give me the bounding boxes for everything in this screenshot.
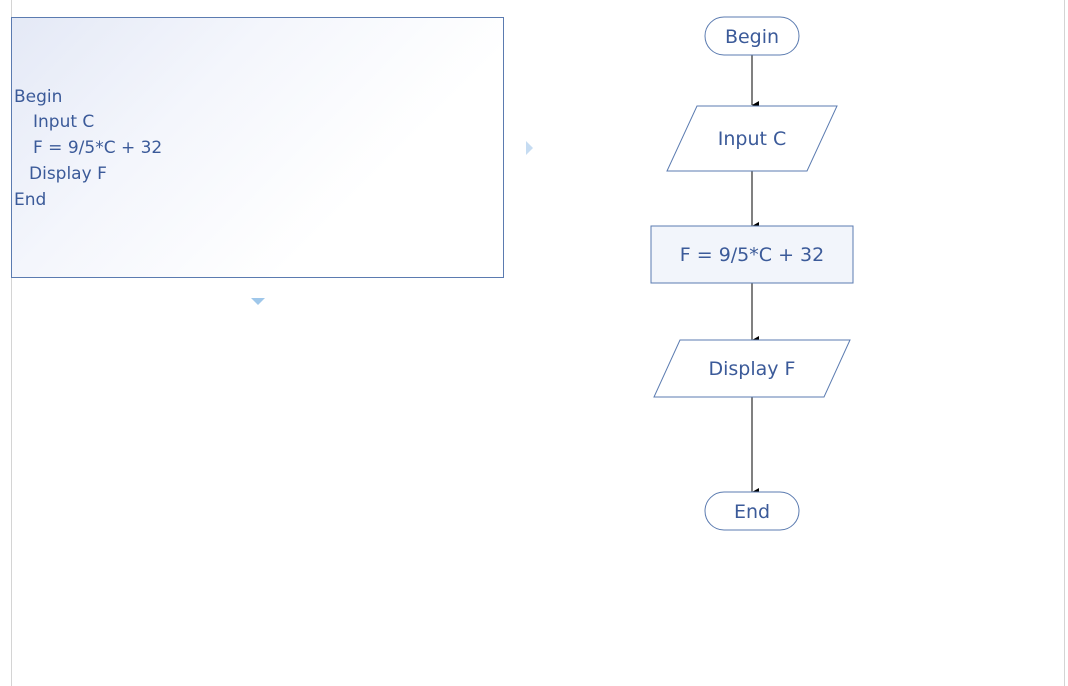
page-border-left <box>11 0 12 686</box>
pseudocode-line-begin: Begin <box>14 87 63 107</box>
node-input[interactable]: Input C <box>666 105 838 172</box>
node-end-label: End <box>734 501 770 523</box>
process-shape <box>650 225 854 284</box>
pseudocode-textbox[interactable]: Begin Input C F = 9/5*C + 32 Display F E… <box>11 17 504 278</box>
node-begin-label: Begin <box>725 26 779 48</box>
node-end[interactable]: End <box>704 491 800 531</box>
node-display-label: Display F <box>708 358 795 380</box>
expand-down-handle[interactable] <box>251 298 265 305</box>
node-input-label: Input C <box>718 128 787 150</box>
node-process-label: F = 9/5*C + 32 <box>680 244 824 266</box>
pseudocode-line-display: Display F <box>29 164 107 184</box>
parallelogram-shape <box>666 105 838 172</box>
node-process[interactable]: F = 9/5*C + 32 <box>650 225 854 284</box>
terminator-shape <box>704 16 800 56</box>
pseudocode-line-end: End <box>14 190 47 210</box>
expand-right-handle[interactable] <box>526 141 533 155</box>
node-display[interactable]: Display F <box>653 339 851 398</box>
parallelogram-shape <box>653 339 851 398</box>
node-begin[interactable]: Begin <box>704 16 800 56</box>
pseudocode-line-input: Input C <box>33 112 95 132</box>
page-border-right <box>1064 0 1065 686</box>
terminator-shape <box>704 491 800 531</box>
pseudocode-line-formula: F = 9/5*C + 32 <box>33 138 163 158</box>
